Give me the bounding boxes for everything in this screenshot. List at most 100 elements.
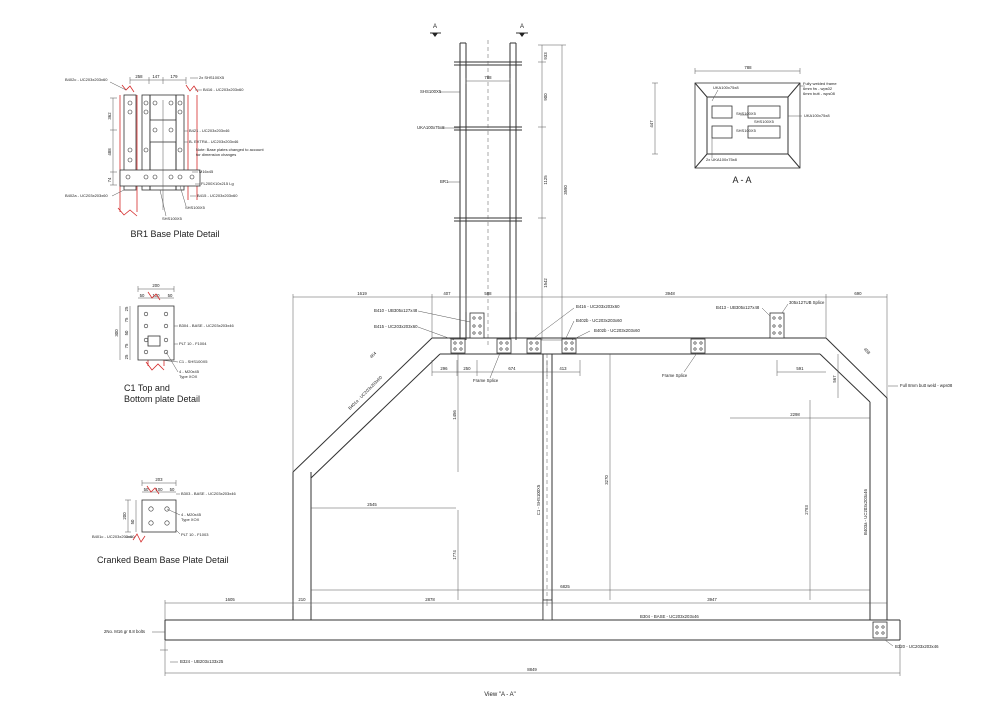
tower-label-br1: BR1 <box>440 179 449 184</box>
br1-label-fl: FL200X10x215 Lg <box>201 181 234 186</box>
c1-dim-left-25a: 25 <box>124 306 129 311</box>
tower-dim-933: 933 <box>543 52 548 60</box>
c1-dim-height: 300 <box>114 329 119 337</box>
section-label-fillet: 6mm fw - wps02 <box>803 86 833 91</box>
section-mark-right-text: A <box>520 24 524 30</box>
tower-dim-3590: 3590 <box>563 185 568 195</box>
br1-dim-362: 362 <box>107 112 112 120</box>
frame-vdim-1774: 1774 <box>452 550 457 560</box>
br1-title: BR1 Base Plate Detail <box>130 229 219 239</box>
c1-dim-width: 200 <box>152 283 160 288</box>
label-splice-ub: 305x127UB Splice <box>789 300 825 305</box>
label-full-butt: Full 8mm butt weld - wps08 <box>900 383 953 388</box>
c1-title-line1: C1 Top and <box>124 383 170 393</box>
section-aa: 788 447 UKA100x75x8 Fully welded frame 6… <box>649 65 837 185</box>
br1-label-b402c: B402c - UC203x203x60 <box>65 77 108 82</box>
frame-dim-690: 690 <box>854 291 862 296</box>
cranked-dim-50: 50 <box>130 519 135 524</box>
label-b320: B320 - UC203x203x46 <box>895 644 939 649</box>
br1-dim-147: 147 <box>152 74 160 79</box>
cranked-title: Cranked Beam Base Plate Detail <box>97 555 229 565</box>
c1-dim-left-50: 50 <box>124 330 129 335</box>
frame-diag-dim-464: 464 <box>369 350 378 359</box>
label-b402b-2: B402b - UC203x203x60 <box>594 328 640 333</box>
c1-label-plt: PLT 10 - F1004 <box>179 341 207 346</box>
frame-dim-210: 210 <box>298 597 306 602</box>
br1-label-m16: M16x45 <box>199 169 214 174</box>
section-dim-height: 447 <box>649 120 654 128</box>
label-b403a: B403a - UC203x203x46 <box>863 488 868 534</box>
br1-dim-179: 179 <box>170 74 178 79</box>
frame-dim-1605: 1605 <box>225 597 235 602</box>
frame-dim-250: 250 <box>463 366 471 371</box>
section-label-uka-top: UKA100x75x8 <box>713 85 739 90</box>
tower: 788 933 900 1125 3590 1542 SHS100X5 UKA1… <box>417 40 568 345</box>
cranked-label-type: Type XOX <box>181 517 200 522</box>
cranked-dim-width: 203 <box>155 477 163 482</box>
frame-dim-674: 674 <box>508 366 516 371</box>
frame-vdim-2793: 2793 <box>804 505 809 515</box>
c1-label-m20: 4 - M20x45 <box>179 369 200 374</box>
tower-dim-1542: 1542 <box>543 278 548 288</box>
c1-dim-left-75a: 75 <box>124 317 129 322</box>
br1-label-shs-2x: 2x SHS100X5 <box>199 75 225 80</box>
frame-dim-2545: 2545 <box>367 502 377 507</box>
label-b410: B410 - UB305x127x48 <box>374 308 418 313</box>
frame-dim-591: 591 <box>796 366 804 371</box>
c1-label-c1: C1 - SHS100X5 <box>179 359 208 364</box>
c1-dim-top-50b: 50 <box>168 293 173 298</box>
c1-dim-top-100: 100 <box>152 293 160 298</box>
cranked-dim-top-100: 100 <box>155 487 163 492</box>
br1-dim-258: 258 <box>135 74 143 79</box>
main-frame: 1619 407 588 3948 690 464 458 296 250 67… <box>104 291 953 676</box>
c1-title-line2: Bottom plate Detail <box>124 394 200 404</box>
frame-vdim-1456: 1456 <box>452 410 457 420</box>
section-title: A - A <box>732 175 751 185</box>
section-label-butt: 6mm butt - wps08 <box>803 91 836 96</box>
frame-dim-2298: 2298 <box>790 412 800 417</box>
tower-width-dim: 788 <box>484 75 492 80</box>
tower-label-uka: UKA100x75x8 <box>417 125 445 130</box>
frame-dim-407: 407 <box>443 291 451 296</box>
br1-label-b421: B421 - UC203x203x46 <box>189 128 230 133</box>
cranked-label-b303: B303 - BASE - UC203x203x46 <box>181 491 236 496</box>
frame-vdim-3270: 3270 <box>604 475 609 485</box>
br1-label-shs-b: SHS100X5 <box>162 216 183 221</box>
label-b415: B415 - UC203x203x60 <box>374 324 418 329</box>
frame-dim-296: 296 <box>440 366 448 371</box>
label-frame-splice-right: Frame Splice <box>662 373 688 378</box>
br1-label-shs-a: SHS100X5 <box>185 205 206 210</box>
frame-dim-567: 567 <box>832 375 837 383</box>
view-title: View "A - A" <box>484 692 516 698</box>
c1-label-b304: B304 - BASE - UC203x203x46 <box>179 323 234 328</box>
br1-dim-488: 488 <box>107 148 112 156</box>
frame-dim-1619: 1619 <box>357 291 367 296</box>
c1-dim-left-25b: 25 <box>124 354 129 359</box>
label-b402b: B402b - UC203x203x60 <box>576 318 622 323</box>
label-bolts: 2No. M16 gr 8.8 bolts <box>104 629 145 634</box>
frame-dim-413: 413 <box>559 366 567 371</box>
label-b324: B324 - UB203x133x25 <box>180 659 224 664</box>
label-frame-splice-left: Frame Splice <box>473 378 499 383</box>
label-b304-base: B304 - BASE - UC203x203x46 <box>640 614 699 619</box>
tower-label-shs: SHS100X5 <box>420 89 442 94</box>
section-mark-left-text: A <box>433 24 437 30</box>
section-label-shs3: SHS100X5 <box>736 128 757 133</box>
section-label-fully: Fully welded frame <box>803 81 837 86</box>
tower-dim-1125: 1125 <box>543 175 548 185</box>
br1-label-b-extra: B- EXTRA - UC203x203x46 <box>189 139 239 144</box>
label-b413: B413 - UB305x127x48 <box>716 305 760 310</box>
frame-dim-6825: 6825 <box>560 584 570 589</box>
frame-dim-2878: 2878 <box>425 597 435 602</box>
c1-dim-top-50a: 50 <box>140 293 145 298</box>
section-marker-left: A <box>430 24 441 37</box>
tower-dim-900: 900 <box>543 93 548 101</box>
cranked-label-plt: PLT 10 - F1003 <box>181 532 209 537</box>
frame-dim-3947: 3947 <box>707 597 717 602</box>
frame-dim-3948: 3948 <box>665 291 675 296</box>
cranked-dim-top-50b: 50 <box>170 487 175 492</box>
label-b401a: B401a - UC203x203x60 <box>347 374 383 410</box>
br1-dim-74: 74 <box>107 177 112 182</box>
c1-detail: 200 50 100 50 300 25 75 50 75 25 B304 - … <box>114 283 234 404</box>
section-label-shs2: SHS100X5 <box>754 119 775 124</box>
